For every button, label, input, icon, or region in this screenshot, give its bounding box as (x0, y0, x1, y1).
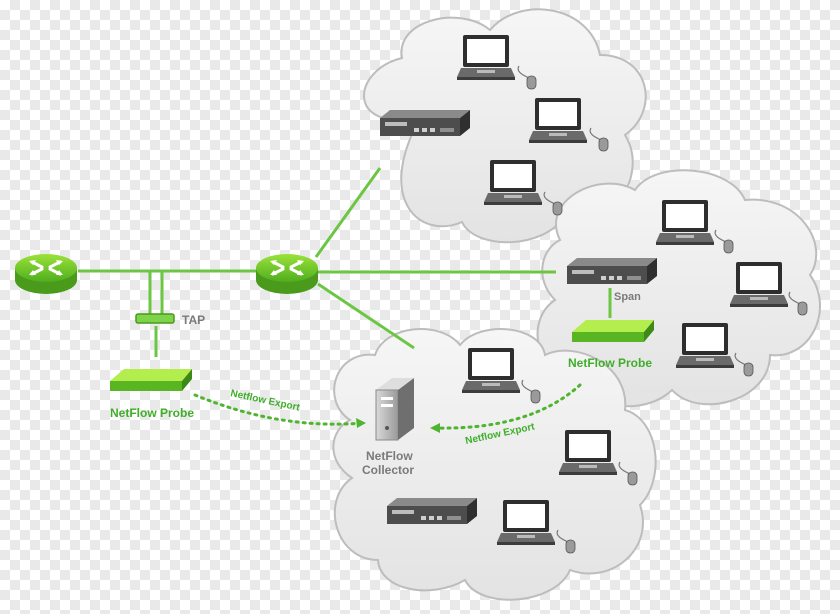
probe-right-label: NetFlow Probe (568, 356, 652, 370)
rack-server-icon (567, 258, 657, 284)
laptop-icon (559, 430, 617, 475)
probe-left-label: NetFlow Probe (110, 406, 194, 420)
span-server: Span (567, 258, 657, 303)
export-left-label: Netflow Export (229, 388, 301, 414)
laptop-icon (676, 323, 734, 368)
router-icon (13, 252, 79, 296)
tap-device: TAP (135, 313, 205, 327)
netflow-probe-left: NetFlow Probe (110, 369, 194, 420)
rack-server-icon (387, 498, 477, 524)
laptop-icon (656, 200, 714, 245)
collector-label-line2: Collector (362, 463, 414, 477)
router-icon (254, 252, 320, 296)
laptop-icon (497, 500, 555, 545)
network-links (78, 167, 612, 357)
span-label: Span (614, 291, 641, 303)
router-left (13, 252, 79, 296)
tap-label: TAP (182, 313, 205, 327)
laptop-icon (484, 160, 542, 205)
netflow-probe-right: NetFlow Probe (568, 320, 654, 370)
laptop-icon (462, 348, 520, 393)
tower-server-icon (375, 378, 414, 441)
laptop-icon (529, 98, 587, 143)
netflow-probe-icon (572, 320, 654, 342)
collector-label-line1: NetFlow (366, 449, 413, 463)
cloud-top (363, 8, 647, 244)
laptop-icon (730, 262, 788, 307)
router-center (254, 252, 320, 296)
laptop-icon (457, 35, 515, 80)
netflow-probe-icon (110, 369, 192, 391)
netflow-collector: NetFlow Collector (362, 378, 414, 477)
rack-server-icon (380, 110, 470, 136)
